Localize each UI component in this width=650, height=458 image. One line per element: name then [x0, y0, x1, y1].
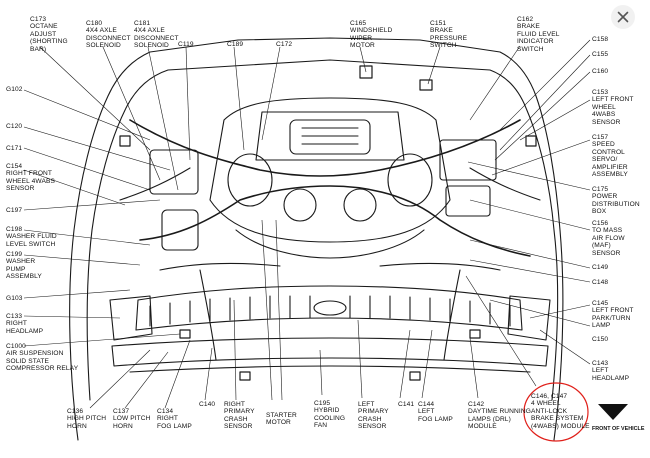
- label-c172: C172: [276, 41, 293, 48]
- label-c155: C155: [592, 51, 609, 58]
- bumper: [111, 337, 549, 367]
- front-of-vehicle-arrow-icon: [598, 404, 628, 420]
- label-g103: G103: [6, 295, 23, 302]
- label-c140: C140: [199, 401, 216, 408]
- label-c158: C158: [592, 36, 609, 43]
- label-c197: C197: [6, 207, 23, 214]
- left-headlamp: [507, 295, 551, 341]
- label-g102: G102: [6, 86, 23, 93]
- label-c141: C141: [398, 401, 415, 408]
- close-button[interactable]: [611, 5, 635, 29]
- close-icon: [617, 11, 629, 23]
- right-headlamp: [109, 295, 153, 341]
- front-of-vehicle-label: FRONT OF VEHICLE: [592, 426, 645, 432]
- label-c119: C119: [178, 41, 194, 48]
- grille: [135, 285, 523, 331]
- label-c160: C160: [592, 68, 609, 75]
- highlight-circle: [523, 382, 589, 442]
- vehicle-outline: [69, 37, 564, 441]
- label-c148: C148: [592, 279, 609, 286]
- label-c120: C120: [6, 123, 23, 130]
- engine-block: [209, 97, 451, 243]
- label-c189: C189: [227, 41, 244, 48]
- label-c149: C149: [592, 264, 609, 271]
- label-c150: C150: [592, 336, 609, 343]
- label-c171: C171: [6, 145, 23, 152]
